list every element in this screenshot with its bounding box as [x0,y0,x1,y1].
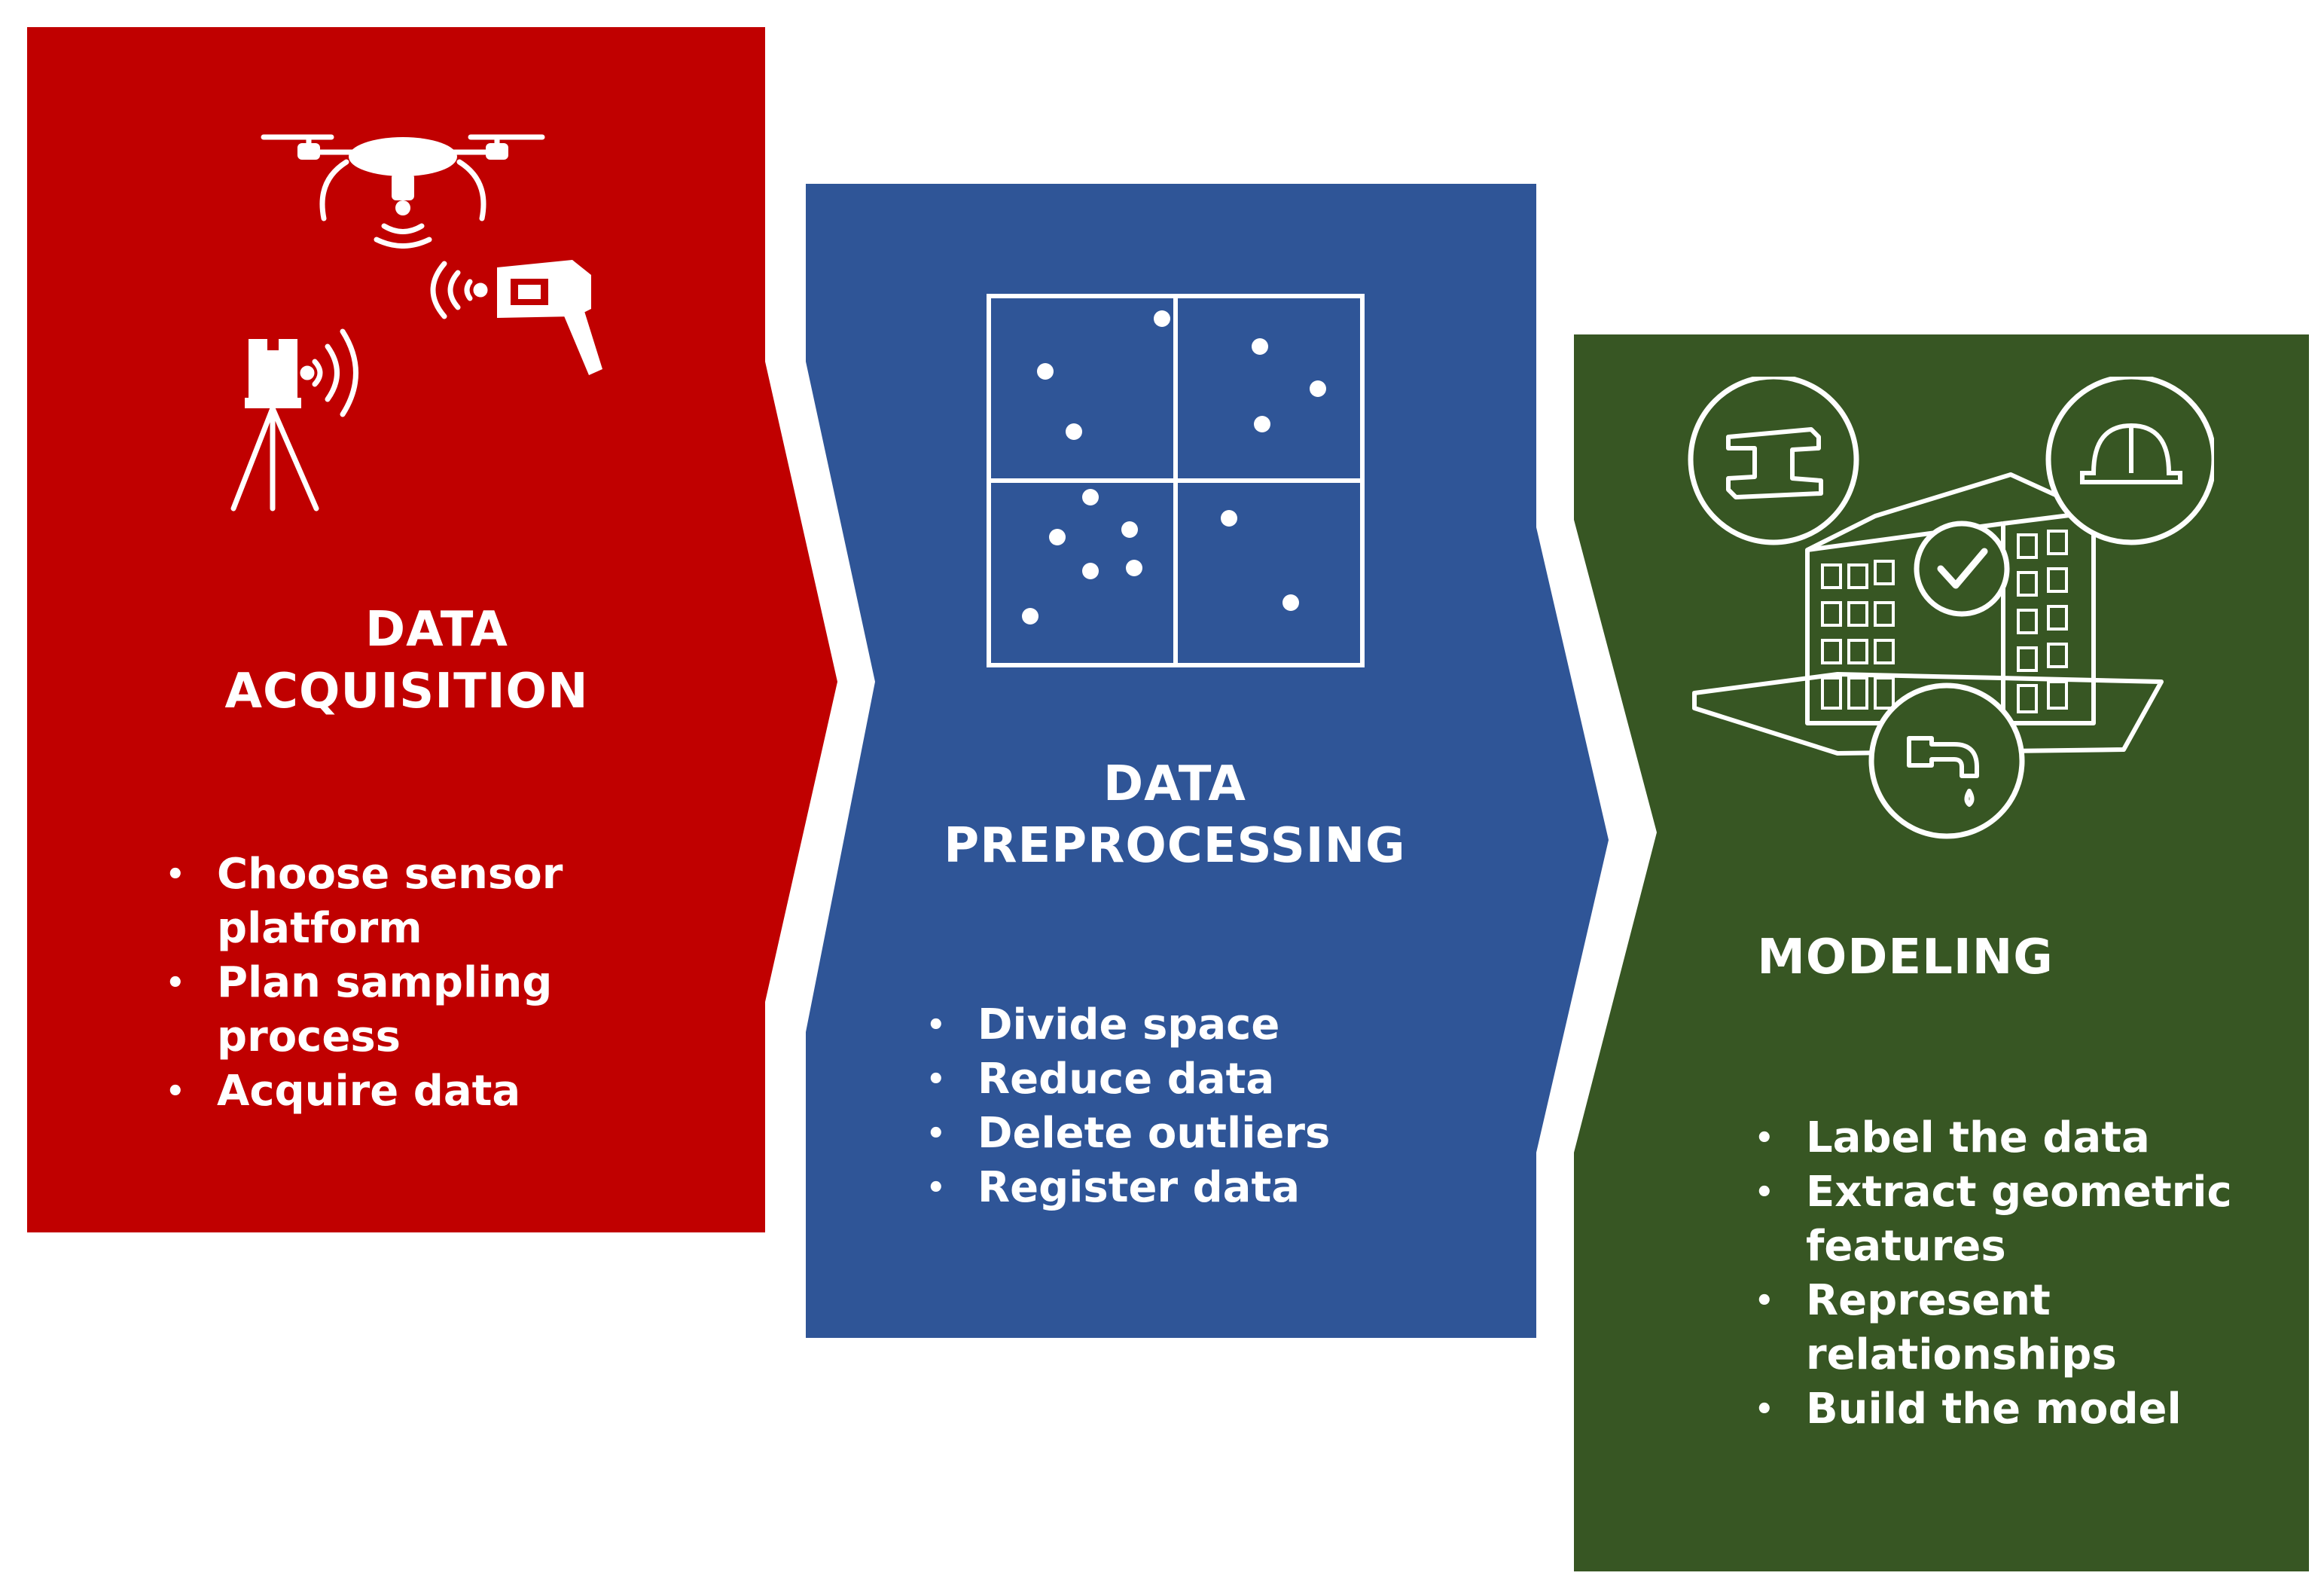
modeling-bullet-list: Label the data Extract geometric feature… [1755,1111,2282,1437]
list-item: Plan sampling process [166,956,633,1064]
drone-icon [261,134,545,249]
preprocessing-title-line-1: DATA [1103,756,1246,812]
acquisition-bullet-list: Choose sensor platform Plan sampling pro… [166,847,633,1119]
acquisition-title: DATA ACQUISITION [136,599,678,722]
list-item: Represent relationships [1755,1274,2282,1382]
acquisition-title-line-2: ACQUISITION [224,664,589,719]
tripod-scanner-icon [230,328,358,512]
list-item: Acquire data [166,1064,633,1119]
list-item: Build the model [1755,1382,2282,1437]
preprocessing-title-line-2: PREPROCESSING [944,818,1406,874]
preprocessing-title: DATA PREPROCESSING [881,753,1469,877]
list-item: Register data [926,1161,1469,1215]
step-data-acquisition: DATA ACQUISITION Choose sensor platform … [0,0,851,1235]
building-model-icon [1688,377,2214,839]
list-item: Label the data [1755,1111,2282,1165]
point-grid-icon [987,294,1365,667]
list-item: Divide space [926,998,1469,1052]
modeling-title: MODELING [1679,927,2267,988]
step-data-preprocessing: DATA PREPROCESSING Divide space Reduce d… [806,181,1634,1341]
list-item: Reduce data [926,1052,1469,1107]
list-item: Extract geometric features [1755,1165,2282,1274]
list-item: Delete outliers [926,1107,1469,1161]
preprocessing-bullet-list: Divide space Reduce data Delete outliers… [926,998,1469,1215]
step-modeling: MODELING Label the data Extract geometri… [1574,331,2319,1574]
list-item: Choose sensor platform [166,847,633,956]
acquisition-title-line-1: DATA [365,602,508,658]
handheld-scanner-icon [430,260,602,375]
modeling-title-line-1: MODELING [1757,930,2054,985]
